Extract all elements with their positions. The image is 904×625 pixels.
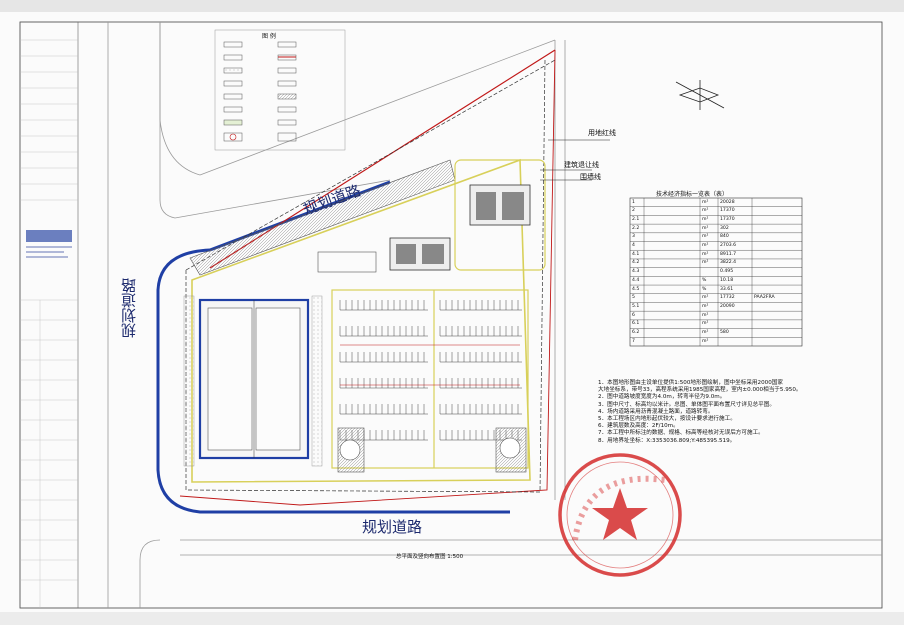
road-edges: [107, 22, 882, 608]
indicator-table: [629, 197, 803, 347]
road-boundary-west-south: [156, 248, 510, 514]
property-red-line-east-south: [179, 49, 556, 506]
official-seal: [558, 453, 682, 577]
callout-leaders: [540, 139, 610, 181]
company-logo: [26, 230, 72, 242]
main-building: [183, 295, 323, 467]
north-arrow-icon: [675, 80, 725, 110]
legend: [214, 29, 346, 151]
utility-yard: [317, 159, 546, 273]
left-title-strip: [19, 21, 79, 609]
scan-shadow-bottom: [0, 612, 904, 625]
seal-star-icon: [592, 488, 648, 540]
road-boundary-north: [209, 180, 391, 252]
scan-shadow-top: [0, 0, 904, 12]
